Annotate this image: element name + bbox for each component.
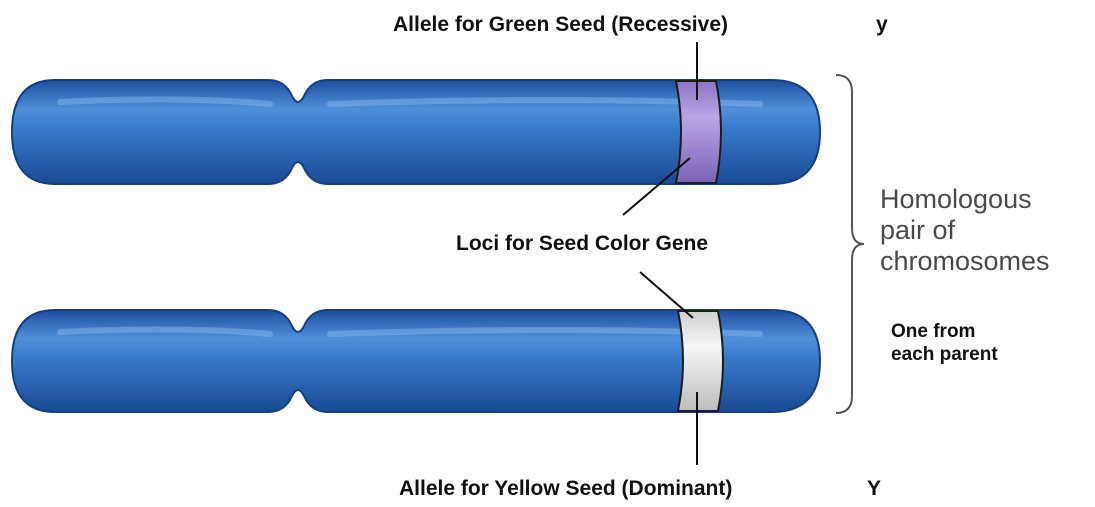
chromosome-top bbox=[12, 80, 820, 184]
parent-note: One from each parent bbox=[891, 320, 998, 366]
symbol-dominant-Y: Y bbox=[867, 477, 881, 501]
parent-note-line1: One from bbox=[891, 320, 998, 343]
curly-brace bbox=[836, 75, 864, 413]
label-loci: Loci for Seed Color Gene bbox=[456, 232, 708, 256]
band-green-allele bbox=[676, 81, 721, 183]
label-green-allele: Allele for Green Seed (Recessive) bbox=[393, 13, 728, 37]
parent-note-line2: each parent bbox=[891, 343, 998, 366]
band-yellow-allele bbox=[678, 311, 723, 411]
chromosome-bottom bbox=[12, 310, 820, 412]
symbol-recessive-y: y bbox=[876, 13, 888, 37]
label-yellow-allele: Allele for Yellow Seed (Dominant) bbox=[399, 477, 732, 501]
brace-label-line1: Homologous bbox=[880, 184, 1050, 215]
brace-label-line3: chromosomes bbox=[880, 246, 1050, 277]
brace-label-line2: pair of bbox=[880, 215, 1050, 246]
brace-label: Homologous pair of chromosomes bbox=[880, 184, 1050, 277]
